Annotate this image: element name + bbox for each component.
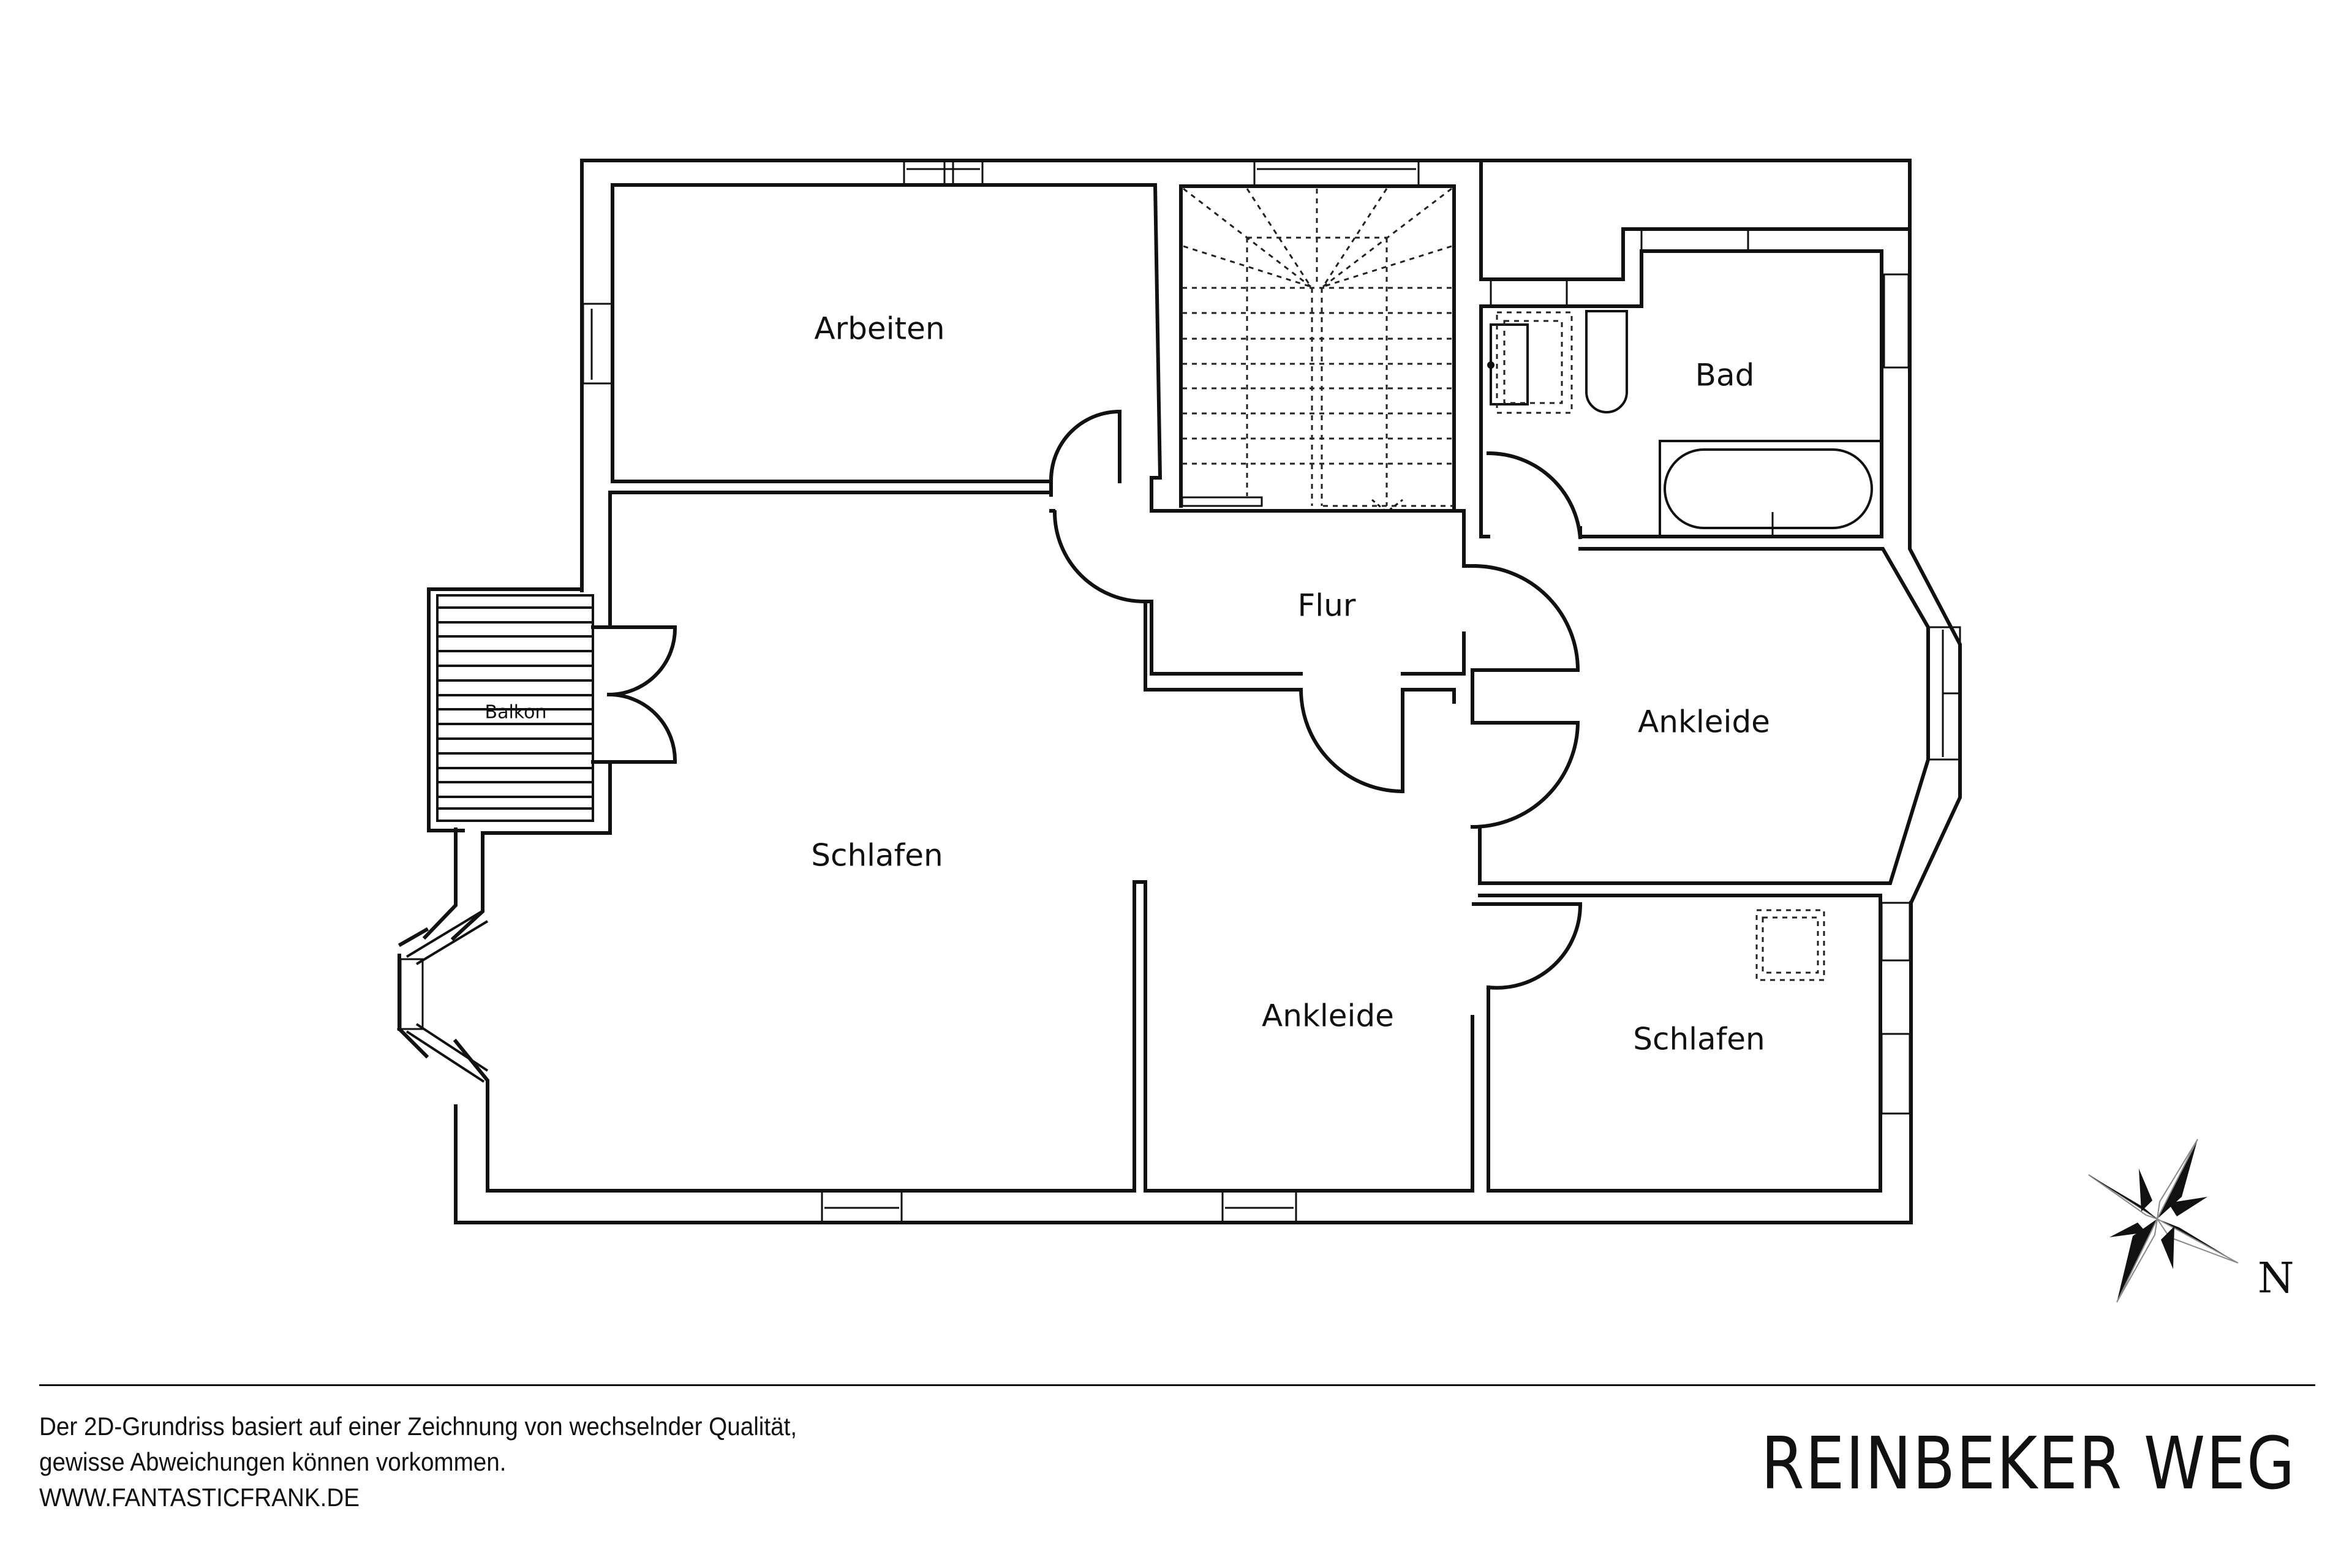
room-flur-walls bbox=[1049, 409, 1583, 990]
room-bad-walls bbox=[1479, 160, 1912, 538]
toilet-icon bbox=[1585, 310, 1628, 413]
room-label-schlafen-east: Schlafen bbox=[1633, 1022, 1765, 1057]
compass-rose-icon bbox=[2088, 1139, 2239, 1303]
balcony-door[interactable] bbox=[591, 625, 677, 764]
door-ankleide-east-1[interactable] bbox=[1471, 564, 1580, 672]
balkon-decking bbox=[437, 606, 593, 810]
room-label-ankleide-south: Ankleide bbox=[1262, 998, 1394, 1034]
stair-treads bbox=[1182, 187, 1453, 507]
staircase[interactable] bbox=[1179, 159, 1456, 513]
room-ankleide-east-walls bbox=[1471, 547, 1961, 885]
property-title: REINBEKER WEG bbox=[1760, 1421, 2296, 1506]
room-schlafen-east-walls bbox=[1478, 894, 1911, 1193]
room-label-balkon: Balkon bbox=[485, 702, 547, 723]
door-bad[interactable] bbox=[1486, 451, 1582, 540]
door-schlafen-east[interactable] bbox=[1472, 902, 1583, 990]
room-label-arbeiten: Arbeiten bbox=[814, 311, 944, 347]
furniture-outline bbox=[1755, 909, 1825, 981]
door-ankleide-south[interactable] bbox=[1298, 687, 1404, 794]
balkon bbox=[427, 587, 677, 832]
room-labels: Arbeiten Bad Flur Ankleide Schlafen Ankl… bbox=[485, 311, 1770, 1057]
room-label-ankleide-east: Ankleide bbox=[1638, 704, 1770, 740]
room-arbeiten-walls bbox=[582, 159, 1163, 483]
footer-divider bbox=[39, 1384, 2315, 1386]
website-link[interactable]: WWW.FANTASTICFRANK.DE bbox=[39, 1483, 360, 1512]
sink-icon bbox=[1487, 311, 1573, 414]
room-label-flur: Flur bbox=[1298, 588, 1356, 624]
room-label-schlafen-main: Schlafen bbox=[811, 838, 943, 873]
disclaimer-line-2: gewisse Abweichungen können vorkommen. bbox=[39, 1447, 507, 1476]
disclaimer-line-1: Der 2D-Grundriss basiert auf einer Zeich… bbox=[39, 1412, 797, 1441]
door-ankleide-east-2[interactable] bbox=[1470, 721, 1580, 829]
door-arbeiten[interactable] bbox=[1049, 409, 1121, 497]
door-schlafen-main[interactable] bbox=[1052, 510, 1147, 604]
room-schlafen-main-walls bbox=[396, 491, 1474, 1224]
footer-disclaimer: Der 2D-Grundriss basiert auf einer Zeich… bbox=[39, 1409, 797, 1515]
north-label: N bbox=[2258, 1254, 2294, 1303]
room-label-bad: Bad bbox=[1695, 358, 1755, 393]
